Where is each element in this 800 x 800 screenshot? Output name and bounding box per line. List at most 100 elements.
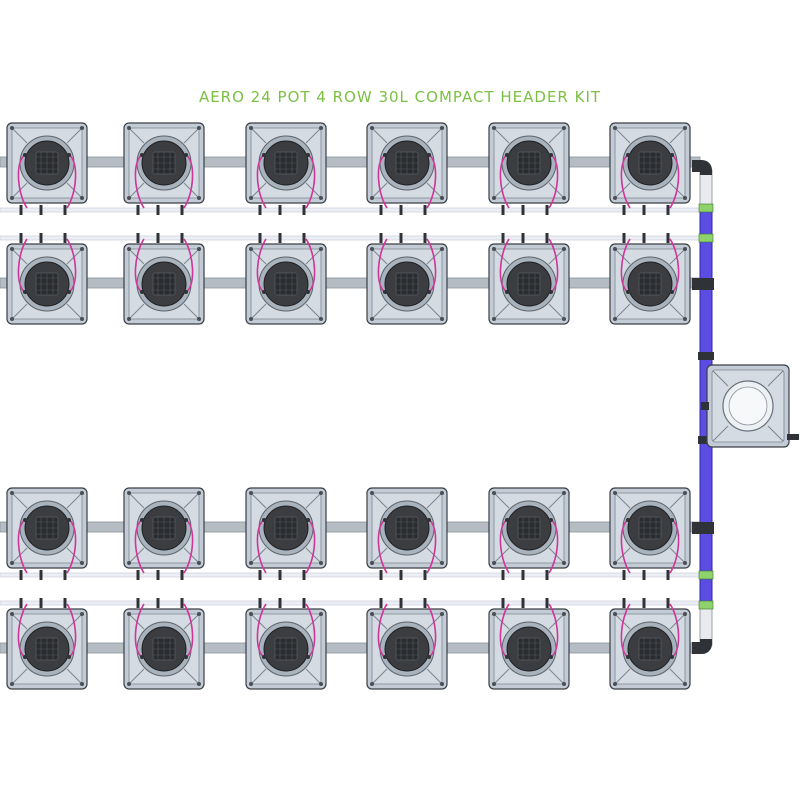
drip-stake: [427, 153, 431, 157]
drip-tube: [620, 154, 631, 209]
drip-tube: [548, 154, 559, 209]
pot-edge: [615, 493, 631, 509]
pot-bolt: [613, 561, 617, 565]
drip-tube: [499, 603, 510, 658]
pipework: [0, 156, 701, 654]
pot-edge: [66, 493, 82, 509]
drip-tube: [426, 603, 437, 658]
drain-clip: [666, 598, 670, 608]
tank-edge: [712, 370, 729, 387]
drain-clip: [278, 570, 282, 580]
pot: [245, 238, 327, 325]
drip-tube: [669, 603, 680, 658]
drain-line: [0, 600, 701, 606]
pot-array: [6, 122, 691, 690]
header-valve: [698, 352, 714, 360]
pot-bolt: [127, 561, 131, 565]
drain-clip: [180, 570, 184, 580]
drain-clip: [501, 233, 505, 243]
drain-clip: [278, 598, 282, 608]
drip-stake: [505, 655, 509, 659]
pot-bolt: [127, 126, 131, 130]
pot-edge: [129, 128, 145, 144]
pot-edge: [669, 668, 685, 684]
pot-edge: [305, 493, 321, 509]
pot-bolt: [10, 317, 14, 321]
pot-bolt: [440, 682, 444, 686]
pot: [366, 603, 448, 690]
drain-clip: [622, 205, 626, 215]
pot-edge: [426, 493, 442, 509]
pot-bolt: [80, 247, 84, 251]
pot-edge: [251, 668, 267, 684]
drip-stake: [549, 655, 553, 659]
drip-tube: [256, 238, 267, 293]
drip-stake: [140, 655, 144, 659]
drip-stake: [626, 518, 630, 522]
drain-clip: [521, 598, 525, 608]
header-connector: [698, 203, 714, 213]
pot-edge: [494, 303, 510, 319]
pot-edge: [129, 668, 145, 684]
pot-bolt: [319, 317, 323, 321]
pot-bolt: [249, 682, 253, 686]
drip-tube: [305, 154, 316, 209]
pot-bolt: [562, 126, 566, 130]
drip-stake: [262, 518, 266, 522]
pot-bolt: [683, 317, 687, 321]
pot-bolt: [683, 682, 687, 686]
pot: [609, 603, 691, 690]
pot-bolt: [127, 682, 131, 686]
pot-bolt: [80, 491, 84, 495]
pot-edge: [12, 303, 28, 319]
pot-bolt: [127, 491, 131, 495]
drain-clip: [622, 570, 626, 580]
drip-tube: [134, 519, 145, 574]
pot-bolt: [127, 196, 131, 200]
pot-bolt: [492, 126, 496, 130]
drain-clip: [666, 570, 670, 580]
drain-clip: [501, 598, 505, 608]
drip-stake: [23, 655, 27, 659]
pot-edge: [426, 128, 442, 144]
drip-tube: [305, 603, 316, 658]
row-pipe: [0, 156, 701, 168]
pot-edge: [426, 303, 442, 319]
header-connector: [698, 600, 714, 610]
elbow-top: [692, 160, 712, 175]
pot-bolt: [613, 317, 617, 321]
pot-edge: [372, 493, 388, 509]
drain-clip: [63, 570, 67, 580]
pot: [245, 603, 327, 690]
drain-clip: [423, 205, 427, 215]
drain-clip: [302, 233, 306, 243]
tank-edge: [767, 370, 784, 387]
drain-clip: [19, 205, 23, 215]
elbow-bottom: [692, 639, 712, 654]
drain-clip: [19, 570, 23, 580]
drip-tube: [426, 519, 437, 574]
drip-stake: [383, 290, 387, 294]
pot-edge: [183, 668, 199, 684]
pot-bolt: [440, 612, 444, 616]
drip-stake: [184, 655, 188, 659]
pot-edge: [669, 303, 685, 319]
pot: [123, 603, 205, 690]
tank-lid-inner: [728, 386, 768, 426]
pot: [245, 487, 327, 574]
drain-clip: [379, 598, 383, 608]
reservoir-tank: [701, 364, 799, 448]
header-tee: [692, 522, 714, 534]
drip-stake: [306, 290, 310, 294]
drip-tube: [256, 154, 267, 209]
pot-bolt: [319, 682, 323, 686]
drip-tube: [17, 238, 28, 293]
pot-bolt: [249, 317, 253, 321]
drain-clip: [278, 233, 282, 243]
pot-bolt: [80, 682, 84, 686]
pot-edge: [615, 128, 631, 144]
pot-edge: [669, 493, 685, 509]
pot-bolt: [249, 612, 253, 616]
drip-stake: [670, 655, 674, 659]
